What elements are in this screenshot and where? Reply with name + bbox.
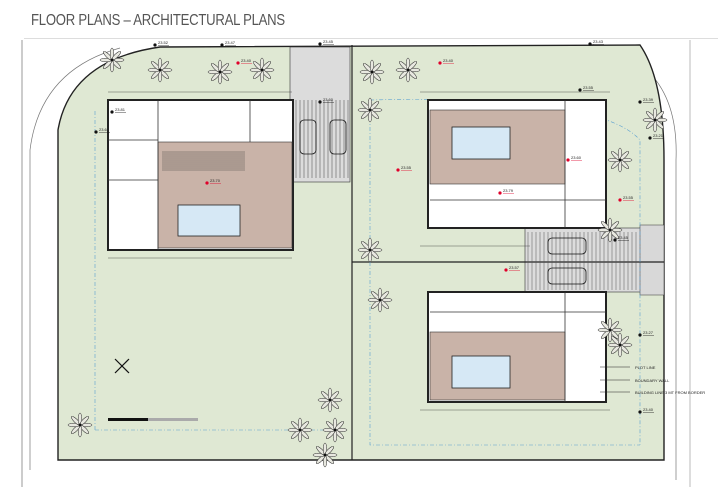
- elevation-label: 23.70: [210, 178, 221, 183]
- pool-left: [177, 204, 241, 237]
- palm-tree-icon: [249, 57, 275, 83]
- elevation-marker: 23.55: [618, 195, 634, 202]
- elevation-marker: 23.52: [153, 40, 169, 47]
- elevation-label: 23.81: [115, 107, 126, 112]
- palm-tree-icon: [597, 317, 623, 343]
- elevation-label: 23.45: [618, 235, 629, 240]
- pool-right-upper: [451, 126, 511, 160]
- building-line: [94, 99, 641, 446]
- palm-tree-icon: [317, 387, 343, 413]
- road-curve: [29, 47, 121, 470]
- elevation-marker: 23.39: [638, 97, 654, 104]
- title-divider: [24, 38, 718, 39]
- elevation-marker: 23.40: [438, 58, 454, 65]
- elevation-marker: 23.81: [110, 107, 126, 114]
- elevation-label: 23.21: [653, 133, 664, 138]
- elevation-label: 23.55: [401, 165, 412, 170]
- elevation-marker: 23.70: [205, 178, 221, 185]
- elevation-label: 23.39: [643, 97, 654, 102]
- elevation-marker: 23.55: [578, 85, 594, 92]
- palm-tree-icon: [395, 57, 421, 83]
- palm-tree-icon: [607, 147, 633, 173]
- elevation-label: 23.55: [623, 195, 634, 200]
- elevation-label: 23.40: [643, 407, 654, 412]
- palm-tree-icon: [207, 59, 233, 85]
- elevation-marker: 23.79: [498, 188, 514, 195]
- legend-boundary-wall: BOUNDARY WALL: [635, 378, 670, 383]
- elevation-marker: 23.27: [638, 330, 654, 337]
- palm-tree-icon: [607, 332, 633, 358]
- elevation-marker: 23.40: [236, 58, 252, 65]
- elevation-label: 23.60: [571, 155, 582, 160]
- elevation-label: 23.55: [583, 85, 594, 90]
- palm-tree-icon: [357, 237, 383, 263]
- palm-tree-icon: [147, 57, 173, 83]
- elevation-marker: 23.61: [94, 127, 110, 134]
- palm-tree-icon: [357, 97, 383, 123]
- elevation-marker: 23.45: [613, 235, 629, 242]
- palm-tree-icon: [312, 442, 338, 468]
- car-icon: [299, 119, 317, 155]
- elevation-marker: 23.21: [648, 133, 664, 140]
- elevation-label: 23.47: [225, 40, 236, 45]
- elevation-label: 23.40: [443, 58, 454, 63]
- palm-tree-icon: [287, 417, 313, 443]
- palm-tree-icon: [597, 217, 623, 243]
- elevation-label: 23.60: [323, 97, 334, 102]
- elevation-label: 23.45: [323, 39, 334, 44]
- elevation-label: 23.61: [99, 127, 110, 132]
- elevation-marker: 23.60: [566, 155, 582, 162]
- scale-bar: [108, 418, 198, 421]
- palm-tree-icon: [322, 417, 348, 443]
- street-strip: [639, 224, 665, 296]
- elevation-label: 23.52: [158, 40, 169, 45]
- car-icon: [329, 119, 347, 155]
- palm-tree-icon: [642, 107, 668, 133]
- legend-building-line: BUILDING LINE 3 MT FROM BORDER: [635, 390, 705, 395]
- page-title: FLOOR PLANS – ARCHITECTURAL PLANS: [31, 12, 285, 29]
- palm-tree-icon: [99, 47, 125, 73]
- elevation-label: 23.40: [241, 58, 252, 63]
- legend-plot-line: PLOT LINE: [635, 365, 656, 370]
- car-icon: [547, 237, 587, 255]
- pool-right-lower: [451, 355, 511, 389]
- elevation-label: 23.27: [643, 330, 654, 335]
- elevation-marker: 23.55: [396, 165, 412, 172]
- palm-tree-icon: [359, 59, 385, 85]
- elevation-marker: 23.47: [220, 40, 236, 47]
- elevation-label: 23.79: [503, 188, 514, 193]
- elevation-marker: 23.57: [504, 265, 520, 272]
- car-icon: [547, 267, 587, 285]
- elevation-label: 23.43: [593, 39, 604, 44]
- elevation-label: 23.57: [509, 265, 520, 270]
- palm-tree-icon: [367, 287, 393, 313]
- palm-tree-icon: [67, 412, 93, 438]
- elevation-marker: 23.40: [638, 407, 654, 414]
- elevation-marker: 23.60: [318, 97, 334, 104]
- elevation-marker: 23.43: [588, 39, 604, 46]
- north-arrow-icon: [114, 358, 130, 374]
- elevation-marker: 23.45: [318, 39, 334, 46]
